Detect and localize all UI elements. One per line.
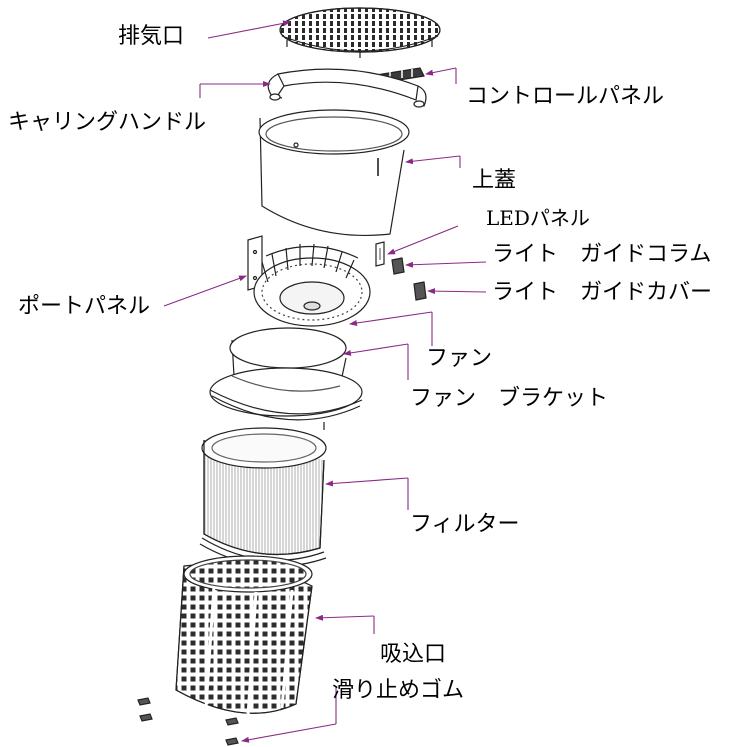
intake-mesh-part — [175, 555, 313, 717]
label-exhaust: 排気口 — [118, 24, 185, 49]
leader-top-cover — [405, 155, 461, 168]
light-guide-cover-part — [413, 281, 427, 301]
label-fan: ファン — [426, 346, 493, 371]
leader-fan — [349, 311, 433, 346]
top-cover-part — [258, 109, 410, 237]
label-top-cover: 上蓋 — [472, 168, 517, 193]
exhaust-grill-part — [279, 7, 441, 58]
leader-led-panel — [387, 225, 459, 255]
leader-exhaust — [207, 20, 291, 39]
leader-intake — [315, 614, 375, 634]
label-fan-bracket: ファン ブラケット — [410, 386, 609, 411]
label-carrying-handle: キャリングハンドル — [8, 110, 207, 135]
label-port-panel: ポートパネル — [18, 294, 151, 319]
fan-part — [253, 243, 371, 327]
label-filter: フィルター — [410, 512, 520, 537]
filter-part — [199, 427, 327, 567]
leader-control-panel — [425, 67, 457, 84]
label-anti-slip-rubber: 滑り止めゴム — [332, 678, 465, 703]
leader-light-guide-cover — [427, 288, 487, 295]
fan-bracket-part — [209, 327, 363, 430]
label-led-panel: LEDパネル — [486, 206, 590, 230]
led-panel-part — [375, 241, 385, 267]
leader-port-panel — [163, 275, 247, 307]
leader-carrying-handle — [199, 81, 271, 98]
light-guide-column-part — [391, 257, 405, 275]
label-light-guide-column: ライト ガイドコラム — [492, 242, 712, 267]
anti-slip-rubber-part — [137, 697, 239, 746]
leader-anti-slip-rubber — [241, 686, 337, 743]
label-control-panel: コントロールパネル — [466, 84, 665, 109]
label-light-guide-cover: ライト ガイドカバー — [492, 280, 713, 305]
leader-fan-bracket — [343, 343, 409, 380]
leader-light-guide-column — [405, 261, 487, 268]
label-intake: 吸込口 — [380, 642, 447, 667]
leader-filter — [325, 477, 409, 510]
